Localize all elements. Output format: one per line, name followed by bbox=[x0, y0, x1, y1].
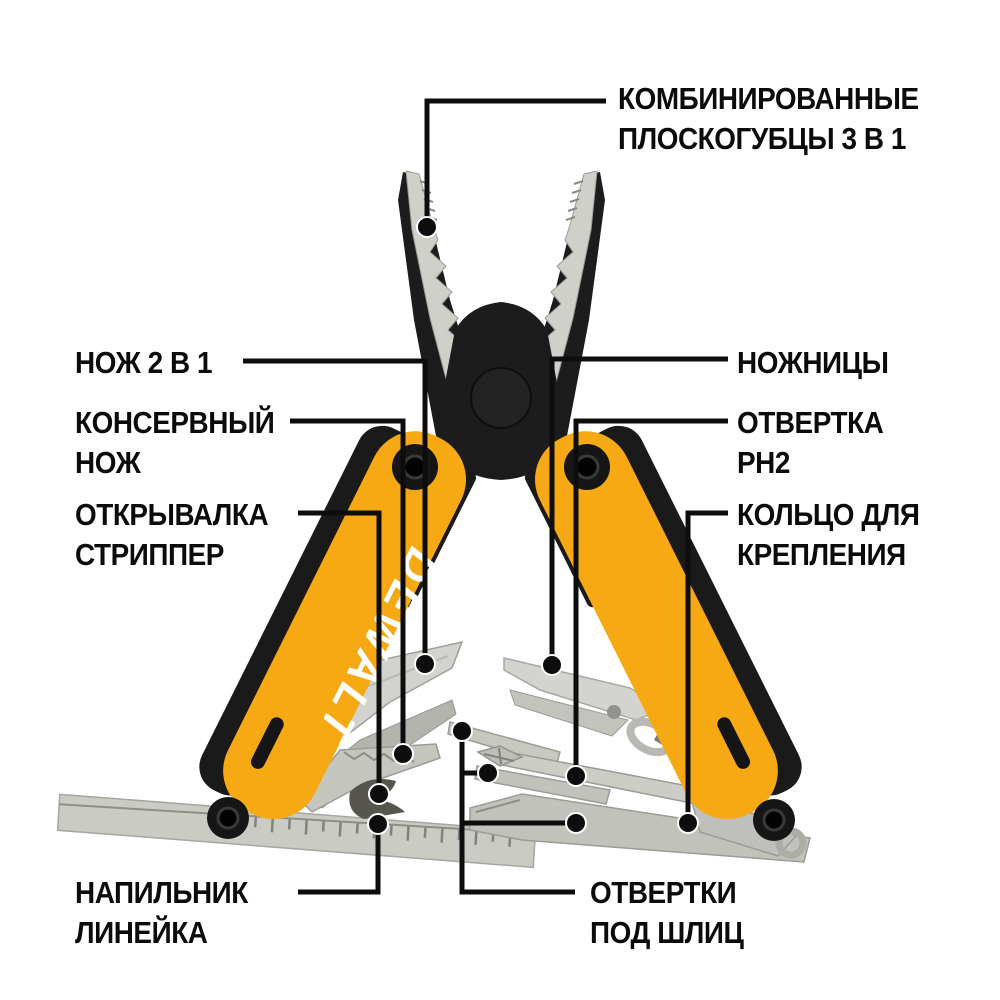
bottom-left-bolt bbox=[207, 797, 249, 839]
callout-label-attachment-ring: КОЛЬЦО ДЛЯ КРЕПЛЕНИЯ bbox=[737, 497, 920, 572]
callout-label-can-opener: КОНСЕРВНЫЙ НОЖ bbox=[75, 405, 275, 480]
callout-label-scissors: НОЖНИЦЫ bbox=[737, 345, 889, 380]
callout-label-opener-stripper: ОТКРЫВАЛКА СТРИППЕР bbox=[75, 497, 269, 572]
pliers-head bbox=[398, 170, 605, 510]
bottom-right-bolt bbox=[753, 799, 795, 841]
callout-label-combined-pliers: КОМБИНИРОВАННЫЕ ПЛОСКОГУБЦЫ 3 В 1 bbox=[618, 81, 919, 156]
callout-label-file-ruler: НАПИЛЬНИК ЛИНЕЙКА bbox=[75, 875, 248, 950]
top-left-bolt bbox=[392, 444, 438, 490]
pivot-boss bbox=[470, 367, 532, 429]
callout-label-flat-screwdrivers: ОТВЕРТКИ ПОД ШЛИЦ bbox=[590, 875, 744, 950]
top-right-bolt bbox=[564, 444, 610, 490]
callout-label-screwdriver-ph2: ОТВЕРТКА PH2 bbox=[737, 405, 884, 480]
callout-label-knife-2in1: НОЖ 2 В 1 bbox=[75, 345, 213, 380]
